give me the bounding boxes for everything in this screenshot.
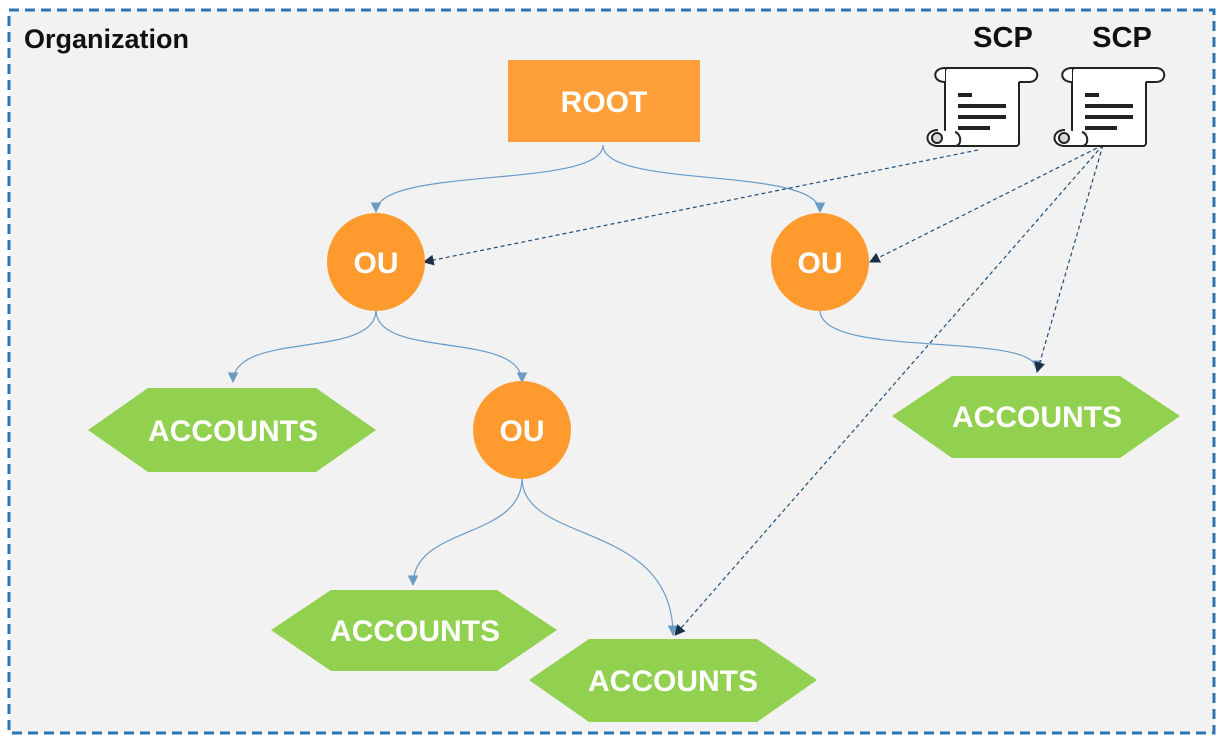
edge-ou-left-to-ou-child: [375, 309, 528, 384]
edge-ou-right-to-accounts: [819, 309, 1043, 372]
edge-root-to-ou-left: [370, 144, 604, 214]
accounts-label: ACCOUNTS: [588, 665, 758, 698]
root-box: [508, 60, 700, 142]
edge-scp2-to-ou-right: [869, 144, 1104, 263]
accounts-label: ACCOUNTS: [330, 615, 500, 648]
scp-label: SCP: [1092, 22, 1152, 54]
ou-node-child: OU: [473, 381, 571, 479]
accounts-node-left: ACCOUNTS: [88, 388, 376, 472]
accounts-label: ACCOUNTS: [148, 415, 318, 448]
accounts-hexagon: [892, 376, 1180, 458]
ou-label: OU: [354, 247, 399, 280]
scp-policy-1: SCP: [926, 22, 1039, 147]
edge-scp2-to-accounts-right: [1034, 144, 1104, 374]
accounts-label: ACCOUNTS: [952, 401, 1122, 434]
edge-scp1-to-ou-left: [422, 149, 979, 266]
ou-label: OU: [798, 247, 843, 280]
root-label: ROOT: [561, 86, 648, 119]
ou-circle: [327, 213, 425, 311]
scroll-document-icon: [926, 67, 1039, 147]
ou-node-right: OU: [771, 213, 869, 311]
ou-label: OU: [500, 415, 545, 448]
scp-policy-2: SCP: [1053, 22, 1166, 147]
edge-ou-child-to-accounts-left: [407, 477, 523, 587]
accounts-node-bottom-left: ACCOUNTS: [271, 590, 557, 671]
accounts-node-bottom-right: ACCOUNTS: [529, 639, 817, 722]
hierarchy-edges: [227, 144, 1043, 637]
edge-scp2-to-accounts-bottom: [674, 144, 1104, 636]
root-node: ROOT: [508, 60, 700, 142]
accounts-hexagon: [88, 388, 376, 472]
edge-ou-left-to-accounts: [227, 309, 377, 384]
scp-label: SCP: [973, 22, 1033, 54]
edge-ou-child-to-accounts-right: [521, 477, 679, 637]
ou-circle: [771, 213, 869, 311]
accounts-hexagon: [529, 639, 817, 722]
ou-circle: [473, 381, 571, 479]
accounts-node-right: ACCOUNTS: [892, 376, 1180, 458]
organization-title: Organization: [24, 24, 189, 54]
accounts-hexagon: [271, 590, 557, 671]
scroll-document-icon: [1053, 67, 1166, 147]
edge-root-to-ou-right: [602, 144, 826, 214]
ou-node-left: OU: [327, 213, 425, 311]
policy-edges: [422, 144, 1104, 636]
